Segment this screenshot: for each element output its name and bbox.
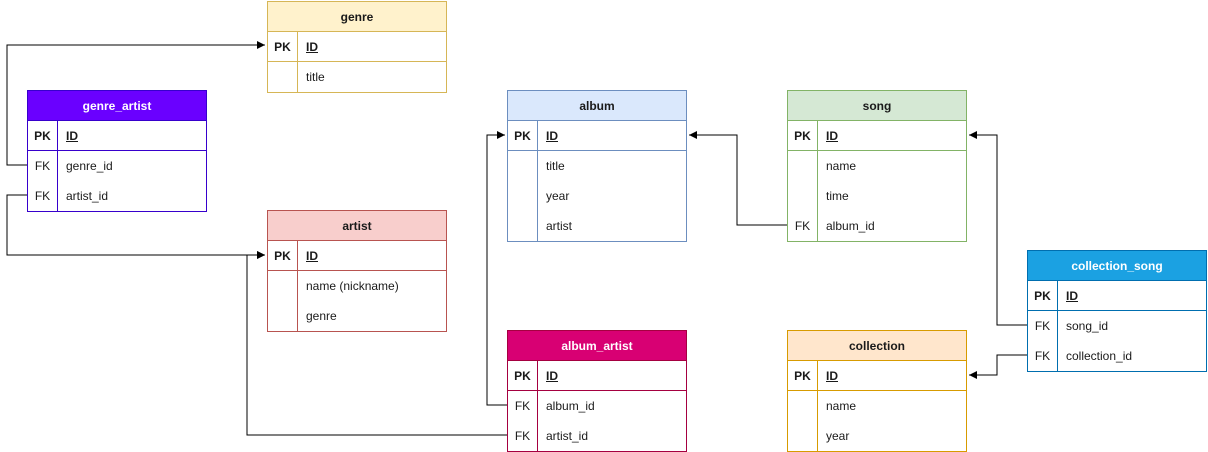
key-marker: PK <box>508 361 538 390</box>
entity-album-header[interactable]: album <box>508 91 686 121</box>
connector-collection-song-to-collection <box>969 354 1027 379</box>
entity-row[interactable]: genre <box>268 301 446 331</box>
field-name: album_id <box>546 399 595 413</box>
key-marker: FK <box>508 391 538 421</box>
entity-genre-header[interactable]: genre <box>268 2 446 32</box>
entity-row[interactable]: title <box>268 62 446 92</box>
entity-row[interactable]: PK ID <box>788 121 966 151</box>
entity-row[interactable]: PK ID <box>508 121 686 151</box>
entity-row[interactable]: FK album_id <box>788 211 966 241</box>
key-marker: PK <box>788 121 818 150</box>
key-marker: PK <box>268 32 298 61</box>
entity-row[interactable]: FK song_id <box>1028 311 1206 341</box>
field-name: genre <box>306 309 337 323</box>
key-marker <box>268 62 298 92</box>
field-name: title <box>306 70 325 84</box>
key-marker <box>788 181 818 211</box>
key-marker: PK <box>28 121 58 150</box>
entity-row[interactable]: PK ID <box>268 241 446 271</box>
key-marker <box>508 151 538 181</box>
entity-row[interactable]: year <box>508 181 686 211</box>
entity-collection-header[interactable]: collection <box>788 331 966 361</box>
entity-album-artist[interactable]: album_artist PK ID FK album_id FK artist… <box>507 330 687 452</box>
field-name: genre_id <box>66 159 113 173</box>
key-marker: FK <box>788 211 818 241</box>
entity-row[interactable]: name <box>788 391 966 421</box>
field-name: year <box>546 189 570 203</box>
key-marker <box>788 421 818 451</box>
entity-row[interactable]: PK ID <box>268 32 446 62</box>
key-marker <box>508 211 538 241</box>
entity-row[interactable]: FK artist_id <box>508 421 686 451</box>
entity-row[interactable]: FK genre_id <box>28 151 206 181</box>
field-name: song_id <box>1066 319 1109 333</box>
entity-song-header[interactable]: song <box>788 91 966 121</box>
key-marker: FK <box>28 151 58 181</box>
entity-row[interactable]: FK artist_id <box>28 181 206 211</box>
key-marker: FK <box>1028 311 1058 341</box>
field-name: artist_id <box>546 429 589 443</box>
entity-row[interactable]: name (nickname) <box>268 271 446 301</box>
entity-artist-header[interactable]: artist <box>268 211 446 241</box>
entity-row[interactable]: PK ID <box>788 361 966 391</box>
key-marker: PK <box>1028 281 1058 310</box>
field-name: name <box>826 159 857 173</box>
field-name: ID <box>826 369 838 383</box>
field-name: artist <box>546 219 573 233</box>
key-marker: FK <box>28 181 58 211</box>
entity-row[interactable]: time <box>788 181 966 211</box>
entity-row[interactable]: FK collection_id <box>1028 341 1206 371</box>
entity-genre-artist-header[interactable]: genre_artist <box>28 91 206 121</box>
connector-album-artist-to-album <box>486 131 507 406</box>
field-name: ID <box>66 129 78 143</box>
key-marker <box>788 151 818 181</box>
entity-row[interactable]: PK ID <box>28 121 206 151</box>
field-name: collection_id <box>1066 349 1133 363</box>
entity-row[interactable]: PK ID <box>508 361 686 391</box>
key-marker: FK <box>1028 341 1058 371</box>
entity-row[interactable]: title <box>508 151 686 181</box>
field-name: year <box>826 429 850 443</box>
entity-album[interactable]: album PK ID title year artist <box>507 90 687 242</box>
entity-song[interactable]: song PK ID name time FK album_id <box>787 90 967 242</box>
entity-artist[interactable]: artist PK ID name (nickname) genre <box>267 210 447 332</box>
key-marker <box>268 271 298 301</box>
field-name: artist_id <box>66 189 109 203</box>
entity-row[interactable]: name <box>788 151 966 181</box>
field-name: name (nickname) <box>306 279 399 293</box>
entity-row[interactable]: FK album_id <box>508 391 686 421</box>
entity-row[interactable]: PK ID <box>1028 281 1206 311</box>
entity-genre[interactable]: genre PK ID title <box>267 1 447 93</box>
field-name: album_id <box>826 219 875 233</box>
field-name: ID <box>826 129 838 143</box>
key-marker <box>788 391 818 421</box>
key-marker: PK <box>508 121 538 150</box>
field-name: title <box>546 159 565 173</box>
entity-genre-artist[interactable]: genre_artist PK ID FK genre_id FK artist… <box>27 90 207 212</box>
field-name: ID <box>1066 289 1078 303</box>
field-name: ID <box>546 129 558 143</box>
entity-collection-song[interactable]: collection_song PK ID FK song_id FK coll… <box>1027 250 1207 372</box>
connector-song-to-album <box>689 131 787 226</box>
entity-collection[interactable]: collection PK ID name year <box>787 330 967 452</box>
field-name: ID <box>546 369 558 383</box>
key-marker: PK <box>268 241 298 270</box>
field-name: ID <box>306 249 318 263</box>
key-marker: FK <box>508 421 538 451</box>
entity-collection-song-header[interactable]: collection_song <box>1028 251 1206 281</box>
connector-collection-song-to-song <box>969 131 1027 326</box>
key-marker <box>508 181 538 211</box>
field-name: time <box>826 189 849 203</box>
field-name: ID <box>306 40 318 54</box>
key-marker: PK <box>788 361 818 390</box>
key-marker <box>268 301 298 331</box>
entity-row[interactable]: artist <box>508 211 686 241</box>
entity-album-artist-header[interactable]: album_artist <box>508 331 686 361</box>
field-name: name <box>826 399 857 413</box>
entity-row[interactable]: year <box>788 421 966 451</box>
